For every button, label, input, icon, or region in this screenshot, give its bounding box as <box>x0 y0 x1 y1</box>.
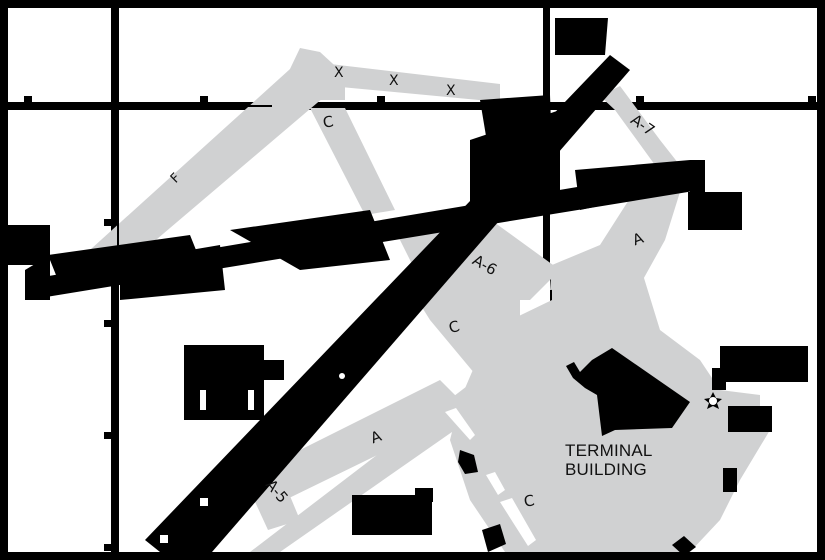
structures <box>184 345 808 556</box>
terminal-label-line2: BUILDING <box>565 460 647 479</box>
taxiway-a7 <box>600 86 682 172</box>
taxiway-label-x1: X <box>334 65 344 81</box>
runway-lights <box>160 373 345 543</box>
terminal-building-shape <box>566 348 690 436</box>
runways <box>0 18 742 552</box>
taxiway-c-north <box>310 108 395 215</box>
terminal-building-label: TERMINAL BUILDING <box>565 441 653 479</box>
taxiway-f <box>70 60 330 268</box>
taxiway-label-x3: X <box>446 83 456 99</box>
redacted-block-east <box>720 346 808 382</box>
hold-short-lines <box>117 105 272 252</box>
apron-markings <box>445 408 536 546</box>
taxiway-label-x2: X <box>389 73 399 89</box>
beacon-star-icon <box>704 392 722 409</box>
terminal-label-line1: TERMINAL <box>565 441 653 460</box>
apron-west <box>450 300 552 552</box>
